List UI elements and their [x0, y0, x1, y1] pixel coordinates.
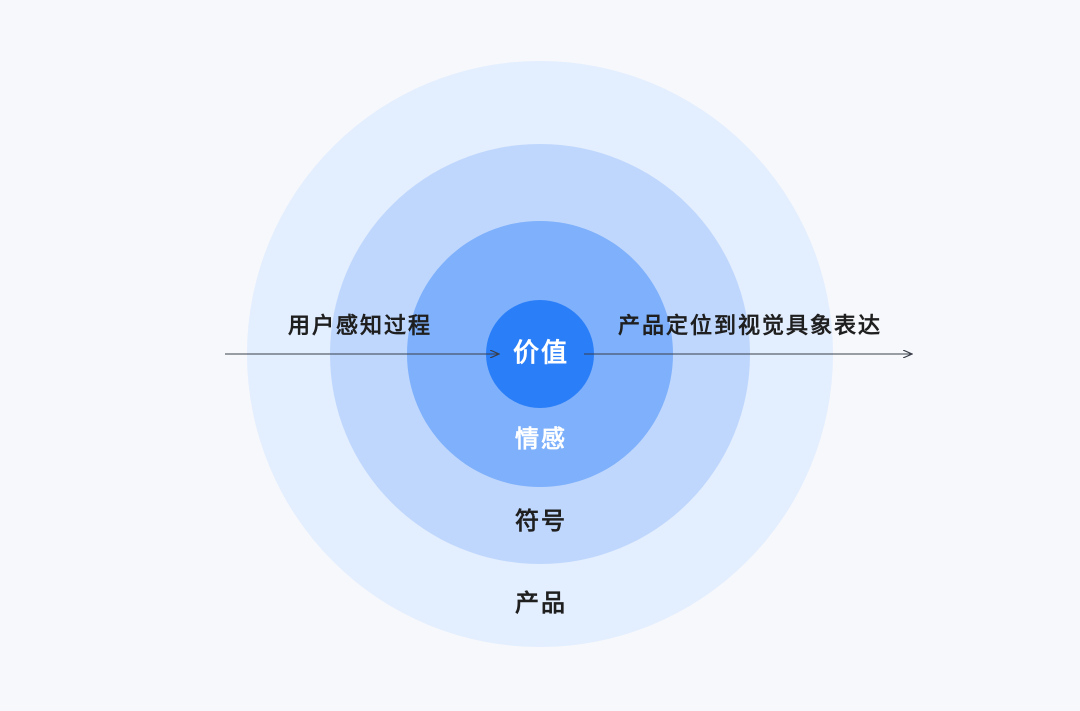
arrow-right-label: 产品定位到视觉具象表达	[618, 313, 882, 339]
ring-label-value: 价值	[513, 339, 569, 369]
ring-label-product: 产品	[515, 589, 567, 617]
arrow-left-label: 用户感知过程	[288, 313, 432, 339]
ring-label-symbol: 符号	[515, 507, 567, 535]
ring-label-emotion: 情感	[515, 425, 567, 453]
ring-value	[486, 300, 594, 408]
